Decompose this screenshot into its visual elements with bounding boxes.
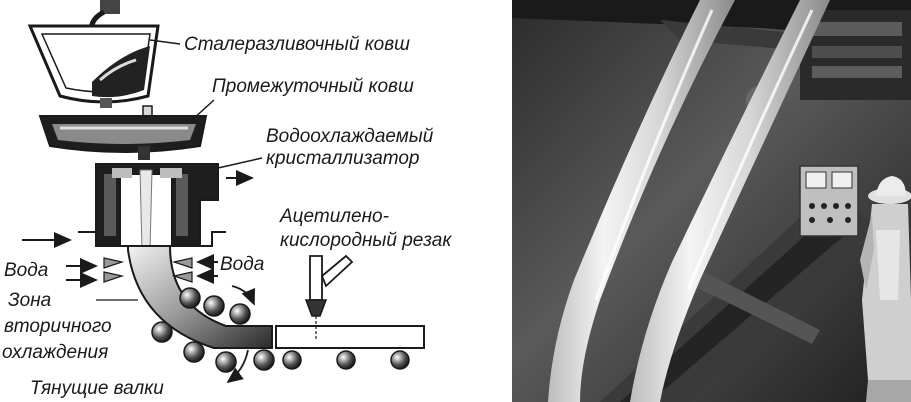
hot-strand-right <box>630 0 830 402</box>
label-steel-ladle: Сталеразливочный ковш <box>184 34 410 55</box>
spray-nozzles <box>103 257 193 283</box>
water-arrows-left <box>66 258 98 288</box>
label-pinch-rolls: Тянущие валки <box>30 378 164 399</box>
label-cutter-line2: кислородный резак <box>280 230 452 251</box>
steel-ladle <box>27 0 181 108</box>
schematic: Сталеразливочный ковш Промежуточный ковш… <box>2 0 452 399</box>
hot-strand-left <box>548 0 735 402</box>
water-arrows-right <box>196 254 218 284</box>
pinch-rolls <box>151 285 275 384</box>
label-water-left: Вода <box>4 260 48 281</box>
label-zone-line3: охлаждения <box>2 342 108 363</box>
label-cutter-line1: Ацетилено- <box>279 206 389 227</box>
molten-core <box>139 169 153 251</box>
tundish <box>38 99 215 160</box>
label-tundish: Промежуточный ковш <box>212 76 414 97</box>
label-zone-line2: вторичного <box>4 316 112 337</box>
label-zone-line1: Зона <box>8 290 51 311</box>
torch-cutter <box>304 254 354 340</box>
label-mold-line2: кристаллизатор <box>266 148 420 169</box>
casting-photo <box>512 0 911 402</box>
water-cooled-mold <box>22 157 263 248</box>
runout-table <box>275 325 425 370</box>
label-mold-line1: Водоохлаждаемый <box>266 126 434 147</box>
label-water-right: Вода <box>220 254 264 275</box>
worker-figure <box>860 176 911 402</box>
curved-strand <box>127 245 273 349</box>
